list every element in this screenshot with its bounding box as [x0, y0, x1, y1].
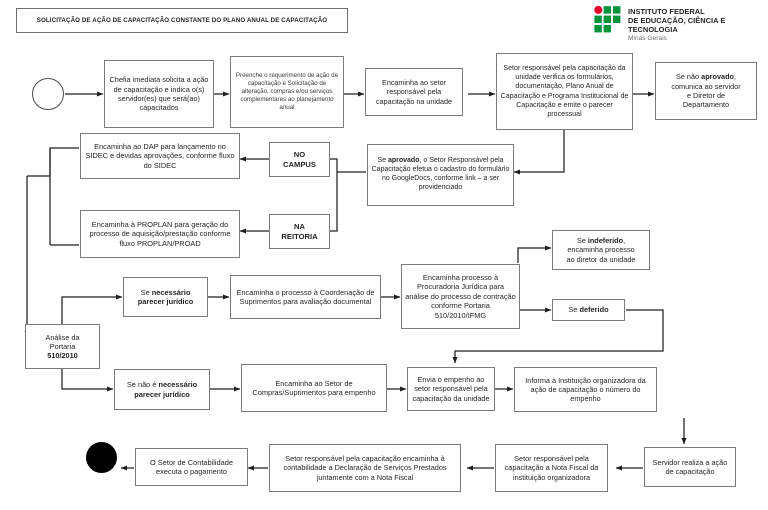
- logo-line-3: Minas Gerais: [628, 34, 667, 42]
- node-procuradoria-juridica[interactable]: Encaminha processo à Procuradoria Jurídi…: [401, 264, 520, 329]
- node-se-deferido[interactable]: Se deferido: [552, 299, 625, 321]
- node-encaminha-dap-sidec[interactable]: Encaminha ao DAP para lançamento no SIDE…: [80, 133, 240, 179]
- start-node: [32, 78, 64, 110]
- page-title-text: SOLICITAÇÃO DE AÇÃO DE CAPACITAÇÃO CONST…: [36, 17, 328, 24]
- node-envia-empenho[interactable]: Envia o empenho ao setor responsável pel…: [407, 367, 495, 411]
- ifmg-logo-mark-icon: [594, 5, 622, 36]
- node-encaminha-proplan[interactable]: Encaminha à PROPLAN para geração do proc…: [80, 210, 240, 258]
- end-node: [86, 442, 117, 473]
- node-coordenacao-suprimentos[interactable]: Encaminha o processo à Coordenação de Su…: [230, 275, 381, 319]
- logo-line-2: DE EDUCAÇÃO, CIÊNCIA E TECNOLOGIA: [628, 16, 726, 35]
- node-se-aprovado-googledocs[interactable]: Se aprovado, o Setor Responsável pela Ca…: [367, 144, 514, 206]
- node-contabilidade-pagamento[interactable]: O Setor de Contabilidade executa o pagam…: [135, 448, 248, 486]
- ifmg-logo-text: INSTITUTO FEDERAL DE EDUCAÇÃO, CIÊNCIA E…: [628, 7, 764, 43]
- node-setor-verifica-formularios[interactable]: Setor responsável pela capacitação da un…: [496, 53, 633, 130]
- node-setor-compras-empenho[interactable]: Encaminha ao Setor de Compras/Suprimento…: [241, 364, 387, 412]
- node-se-aprovado-text: Se aprovado, o Setor Responsável pela Ca…: [371, 157, 510, 191]
- node-servidor-realiza-acao[interactable]: Servidor realiza a ação de capacitação: [644, 447, 736, 487]
- logo-line-1: INSTITUTO FEDERAL: [628, 7, 705, 16]
- node-nota-fiscal[interactable]: Setor responsável pela capacitação a Not…: [495, 444, 608, 492]
- node-preenche-requerimento[interactable]: Preenche o requerimento de ação de capac…: [230, 56, 344, 128]
- ifmg-logo: INSTITUTO FEDERAL DE EDUCAÇÃO, CIÊNCIA E…: [594, 5, 764, 43]
- page-title: SOLICITAÇÃO DE AÇÃO DE CAPACITAÇÃO CONST…: [16, 8, 348, 33]
- node-chefia-solicita[interactable]: Chefia imediata solicita a ação de capac…: [104, 60, 214, 128]
- node-declaracao-servicos[interactable]: Setor responsável pela capacitação encam…: [269, 444, 461, 492]
- node-se-deferido-text: Se deferido: [568, 305, 609, 315]
- node-informa-instituicao[interactable]: Informa à Instituição organizadora da aç…: [514, 367, 657, 412]
- node-encaminha-setor-responsavel[interactable]: Encaminha ao setor responsável pela capa…: [365, 68, 463, 116]
